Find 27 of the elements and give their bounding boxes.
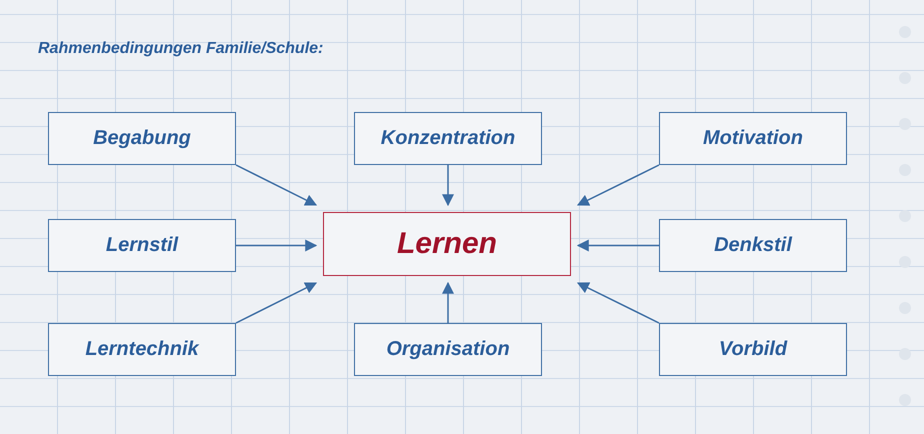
arrow [442,165,454,206]
factor-box [659,323,847,376]
box-label: Organisation [386,338,510,361]
factor-box [48,323,236,376]
arrow [236,164,318,206]
box-label: Vorbild [718,338,788,361]
factor-box [48,112,236,165]
arrow [442,282,454,323]
arrow [236,240,318,252]
diagram-title: Rahmenbedingungen Familie/Schule: [38,40,324,58]
factor-box [48,219,236,272]
arrow [576,240,659,252]
factor-box [659,219,847,272]
arrow [576,164,660,206]
factor-box [354,112,542,165]
box-label: Lerntechnik [85,338,199,361]
box-label: Lernen [396,227,498,261]
arrow [576,282,660,324]
box-label: Lernstil [106,234,178,257]
central-box [323,212,571,276]
factor-box [659,112,847,165]
box-label: Denkstil [714,234,792,257]
factor-box [354,323,542,376]
box-label: Motivation [703,127,803,150]
box-label: Konzentration [380,127,516,150]
box-label: Begabung [93,127,191,150]
arrow [236,282,318,324]
